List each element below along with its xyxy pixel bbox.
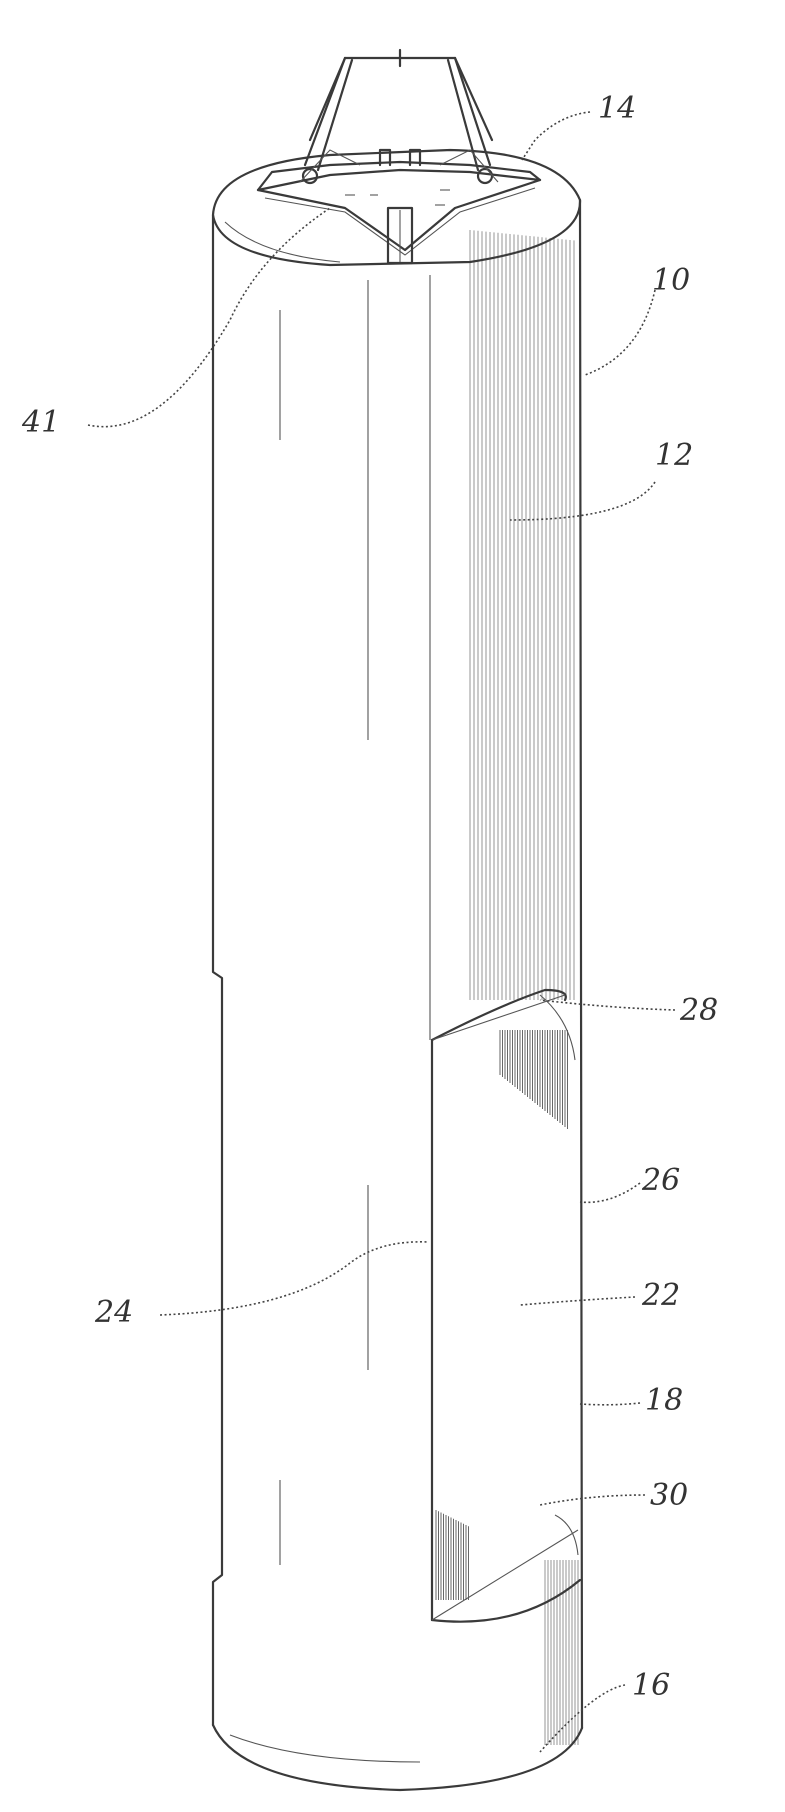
lifting-bridle — [303, 48, 494, 172]
ref-label-24: 24 — [94, 1295, 133, 1330]
ref-label-41: 41 — [21, 405, 60, 440]
cutout-window — [430, 988, 582, 1623]
ref-label-22: 22 — [641, 1278, 680, 1313]
ref-label-12: 12 — [655, 438, 693, 473]
cutout-shading-bottom — [435, 1510, 469, 1600]
top-yoke-assembly — [256, 148, 542, 265]
ref-label-26: 26 — [641, 1163, 680, 1198]
ref-label-30: 30 — [650, 1478, 688, 1513]
ref-label-14: 14 — [598, 91, 636, 126]
cylinder-body — [211, 198, 584, 1792]
cutout-shading-top — [499, 1030, 568, 1129]
cylinder-shading-right — [469, 230, 579, 1745]
ref-label-18: 18 — [645, 1383, 683, 1418]
ref-label-16: 16 — [632, 1668, 670, 1703]
ref-label-28: 28 — [679, 993, 718, 1028]
reference-labels: 14 10 41 12 28 26 22 24 18 30 16 — [21, 91, 718, 1703]
leader-lines — [87, 111, 676, 1753]
ref-label-10: 10 — [652, 263, 690, 298]
